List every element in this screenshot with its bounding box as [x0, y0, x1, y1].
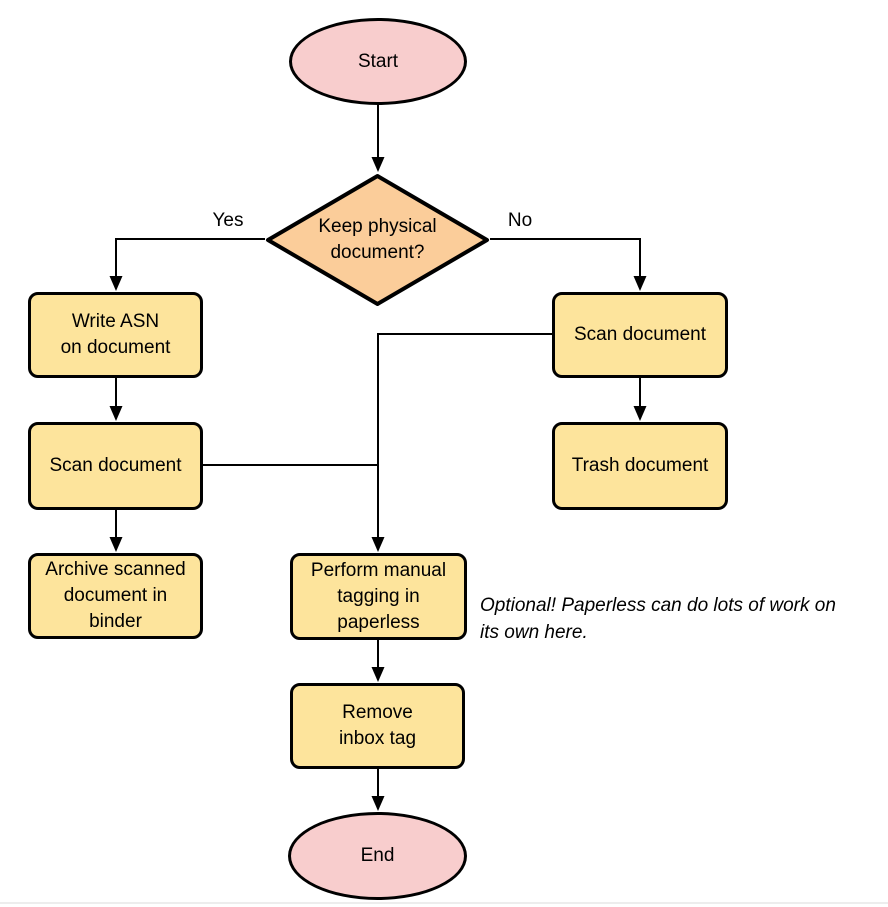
arrowhead [633, 406, 647, 421]
arrowhead [371, 537, 385, 552]
optional-annotation: Optional! Paperless can do lots of work … [480, 595, 836, 643]
arrowhead [371, 667, 385, 682]
decision-diamond-shape [266, 174, 489, 306]
decision-node-label: Keep physical document? [318, 216, 437, 263]
scan-document-right-node: Scan document [552, 292, 728, 378]
write-asn-node: Write ASN on document [28, 292, 203, 378]
scan-document-left-node: Scan document [28, 422, 203, 510]
arrowhead [371, 157, 385, 172]
edge-label-yes: Yes [210, 210, 246, 232]
remove-inbox-tag-node: Remove inbox tag [290, 683, 465, 769]
trash-document-node: Trash document [552, 422, 728, 510]
edge-decision-no [490, 238, 641, 277]
arrowhead [371, 796, 385, 811]
decision-node: Keep physical document? [265, 173, 490, 307]
page-divider [0, 902, 888, 904]
arrowhead [633, 276, 647, 291]
edge-decision-yes [115, 238, 265, 277]
start-node-label: Start [357, 50, 399, 72]
manual-tagging-node: Perform manual tagging in paperless [290, 553, 467, 640]
end-node-label: End [360, 845, 395, 866]
edge-scanright-to-tagging [377, 333, 552, 538]
arrowhead [109, 537, 123, 552]
edge-label-no: No [505, 210, 535, 232]
start-node: Start [289, 18, 467, 105]
end-node: End [288, 812, 467, 900]
arrowhead [109, 406, 123, 421]
archive-node: Archive scanned document in binder [28, 553, 203, 639]
arrowhead [109, 276, 123, 291]
